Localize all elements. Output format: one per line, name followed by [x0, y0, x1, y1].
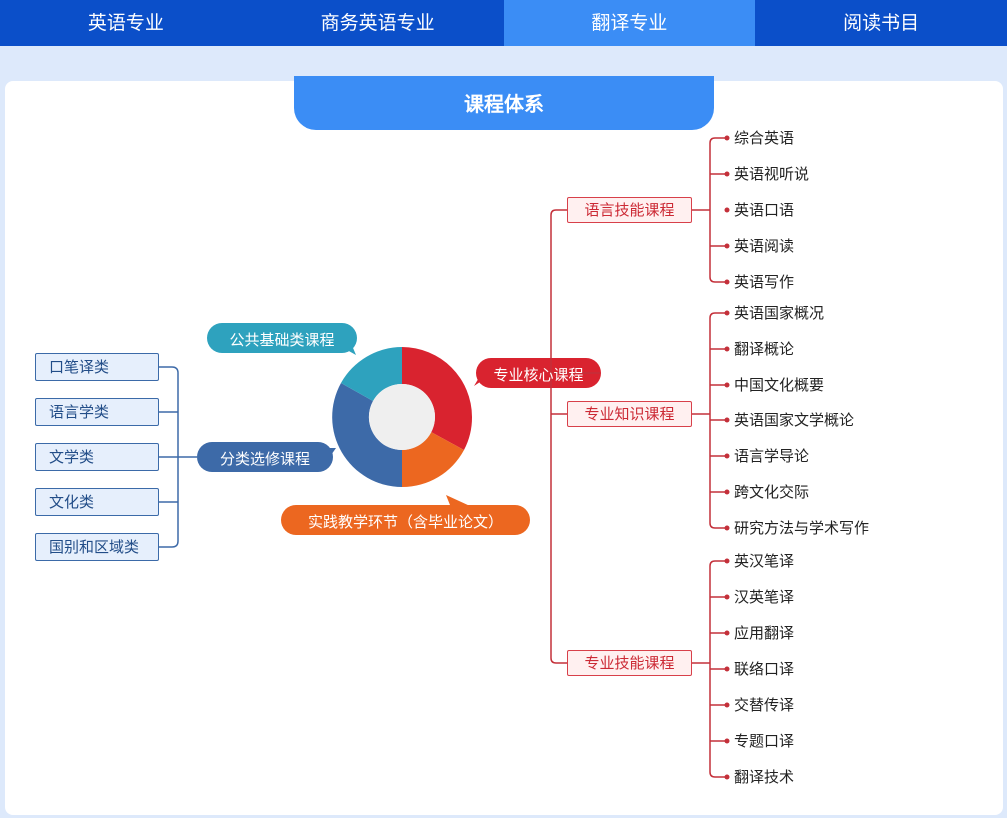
practice-label: 实践教学环节（含毕业论文） [307, 513, 503, 531]
elective-courses-label: 分类选修课程 [219, 450, 310, 468]
course-item[interactable]: 联络口译 [734, 660, 795, 678]
course-item[interactable]: 研究方法与学术写作 [734, 519, 870, 537]
elective-item[interactable]: 口笔译类 [35, 353, 159, 381]
course-item[interactable]: 英汉笔译 [734, 552, 795, 570]
tab-translation-major[interactable]: 翻译专业 [503, 0, 756, 46]
donut-segment-practice [402, 432, 464, 488]
course-item[interactable]: 应用翻译 [734, 624, 795, 642]
elective-item[interactable]: 文化类 [35, 488, 159, 516]
top-nav: 英语专业 商务英语专业 翻译专业 阅读书目 [0, 0, 1007, 46]
tab-reading-list[interactable]: 阅读书目 [843, 12, 920, 34]
core-category-knowledge[interactable]: 专业知识课程 [567, 401, 692, 427]
core-category-professional-skills[interactable]: 专业技能课程 [567, 650, 692, 676]
course-item[interactable]: 英语视听说 [734, 165, 810, 183]
donut-segment-public [341, 347, 402, 401]
course-item[interactable]: 英语口语 [734, 201, 795, 219]
page-title: 课程体系 [294, 76, 714, 130]
core-courses-label: 专业核心课程 [493, 366, 584, 384]
tab-english-major[interactable]: 英语专业 [87, 12, 164, 34]
donut-segment-elective [332, 383, 402, 487]
public-courses-label: 公共基础类课程 [229, 331, 335, 349]
course-item[interactable]: 跨文化交际 [734, 483, 810, 501]
donut-segment-core [402, 347, 472, 417]
course-item[interactable]: 语言学导论 [734, 447, 810, 465]
core-category-language-skills[interactable]: 语言技能课程 [567, 197, 692, 223]
course-item[interactable]: 翻译技术 [734, 768, 795, 786]
course-item[interactable]: 英语阅读 [734, 237, 795, 255]
course-item[interactable]: 翻译概论 [734, 340, 795, 358]
elective-item[interactable]: 文学类 [35, 443, 159, 471]
course-item[interactable]: 英语国家概况 [734, 304, 825, 322]
content-panel [5, 81, 1003, 815]
course-item[interactable]: 专题口译 [734, 732, 795, 750]
donut-segment-core-2 [431, 417, 473, 450]
course-item[interactable]: 综合英语 [734, 129, 795, 147]
course-item[interactable]: 交替传译 [734, 696, 795, 714]
course-item[interactable]: 英语国家文学概论 [734, 411, 855, 429]
tab-business-english-major[interactable]: 商务英语专业 [320, 12, 435, 34]
course-item[interactable]: 汉英笔译 [734, 588, 795, 606]
course-item[interactable]: 英语写作 [734, 273, 795, 291]
elective-item[interactable]: 国别和区域类 [35, 533, 159, 561]
course-item[interactable]: 中国文化概要 [734, 376, 825, 394]
elective-item[interactable]: 语言学类 [35, 398, 159, 426]
